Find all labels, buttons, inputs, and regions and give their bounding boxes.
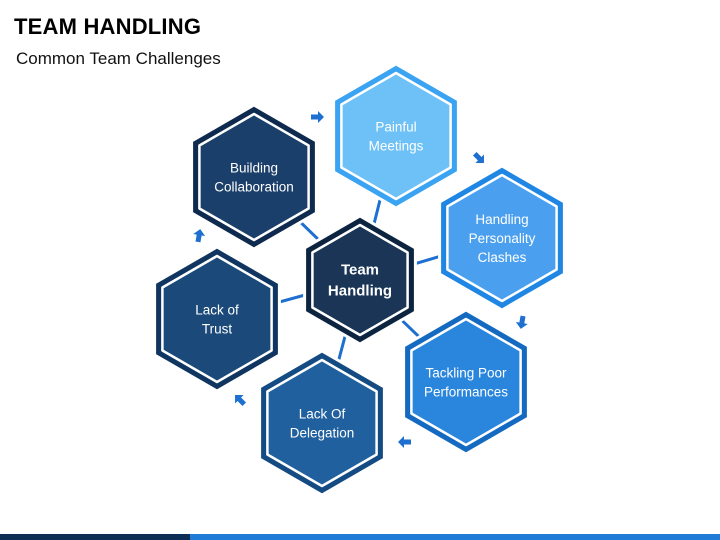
hex-center-team-handling-label-line: Team: [341, 262, 379, 279]
hex-lack-of-delegation-label-line: Lack Of: [299, 407, 346, 422]
page-title: TEAM HANDLING: [14, 14, 202, 39]
hex-lack-of-trust-label-line: Lack of: [195, 303, 239, 318]
flow-arrow-icon: [398, 436, 411, 448]
hex-lack-of-trust-fill: [161, 254, 273, 384]
hex-painful-meetings-label-line: Painful: [375, 120, 416, 135]
hex-lack-of-delegation-label-line: Delegation: [290, 426, 355, 441]
flow-arrow-icon: [472, 151, 484, 163]
hex-tackling-poor-performances-label-line: Performances: [424, 385, 508, 400]
hex-handling-personality-clashes-label-line: Personality: [469, 231, 536, 246]
flow-arrow-icon: [515, 315, 528, 329]
footer-bar-dark: [0, 534, 190, 540]
hex-painful-meetings-label-line: Meetings: [369, 139, 424, 154]
footer-accent-bar: [0, 534, 720, 540]
hex-building-collaboration-label-line: Collaboration: [214, 180, 294, 195]
flow-arrow-icon: [235, 395, 247, 407]
hex-lack-of-delegation: Lack Of Delegation: [258, 349, 386, 497]
hex-lack-of-trust: Lack of Trust: [153, 245, 281, 393]
hex-building-collaboration-label-line: Building: [230, 161, 278, 176]
hex-tackling-poor-performances-fill: [410, 317, 522, 447]
hex-center-team-handling-fill: [311, 223, 409, 337]
flow-arrow-icon: [311, 111, 324, 123]
hex-lack-of-trust-label-line: Trust: [202, 322, 232, 337]
hex-tackling-poor-performances-label-line: Tackling Poor: [425, 366, 507, 381]
hex-handling-personality-clashes-label-line: Clashes: [478, 250, 527, 265]
footer-bar-light: [190, 534, 720, 540]
hex-lack-of-delegation-fill: [266, 358, 378, 488]
hex-handling-personality-clashes-fill: [446, 173, 558, 303]
hex-building-collaboration-fill: [198, 112, 310, 242]
flow-arrow-icon: [193, 229, 206, 243]
hex-painful-meetings-fill: [340, 71, 452, 201]
page-subtitle: Common Team Challenges: [16, 49, 221, 68]
hex-handling-personality-clashes-label-line: Handling: [475, 212, 528, 227]
hex-center-team-handling-label-line: Handling: [328, 283, 392, 300]
